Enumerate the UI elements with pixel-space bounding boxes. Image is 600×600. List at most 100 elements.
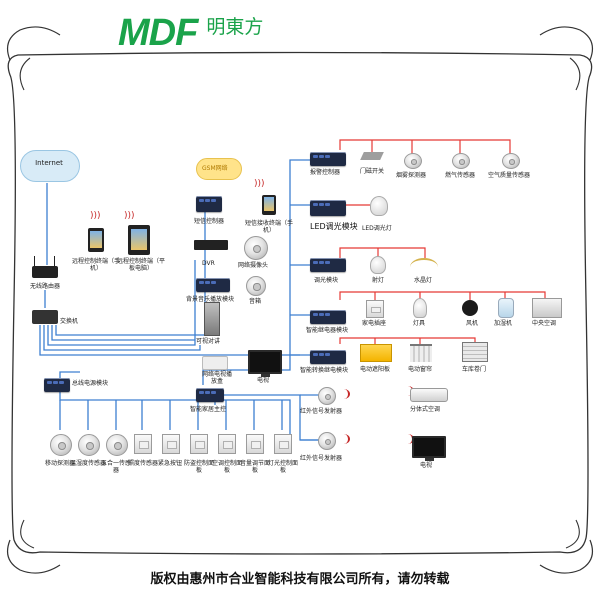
motor-item-label: 电动窗帘 [408,366,433,373]
bus-device-label: 音量调节面板 [240,460,271,474]
speaker-label: 音箱 [249,298,262,305]
router-antenna [34,256,35,266]
wifi-icon: ))) [124,211,135,221]
bgm-module [196,278,230,292]
remote-tablet-label: 远程控制终端（平板电脑） [116,258,165,272]
gsm-label: GSM网络 [202,165,228,172]
dimmer-item-label: 射灯 [372,277,385,284]
central-ac-icon [532,298,562,318]
air-quality-sensor-icon [502,153,520,169]
relay-item-label: 灯具 [413,320,426,327]
dimmer-item-label: 水晶灯 [414,277,433,284]
bus-device-label: 防盗控制面板 [184,460,215,474]
ir-signal-icon [338,434,350,444]
power-module-label: 总线电源模块 [72,380,109,387]
internet-cloud [20,150,80,182]
curtain-icon [410,344,432,362]
security-item-label: 空气质量传感器 [488,172,531,179]
host-controller-label: 智能家居主控 [190,406,227,413]
internet-label: Internet [35,159,63,167]
security-item-label: 燃气传感器 [445,172,476,179]
speaker-icon [246,276,266,296]
brand-logo: MDF 明東方 [118,12,263,55]
ir-tv-icon [412,436,446,461]
copyright-footer: 版权由惠州市合业智能科技有限公司所有，请勿转载 [150,572,450,587]
relay-module [310,310,346,324]
logo-text: MDF [118,12,198,54]
relay-item-label: 风机 [466,320,479,327]
dvr-icon [194,240,228,250]
five-in-one-sensor-icon [106,434,128,456]
ir-signal-icon [338,389,350,399]
tv-box-icon [202,356,228,370]
remote-tablet-icon [128,225,150,255]
sunshade-icon [360,344,392,362]
ir-emitter-label: 红外信号发射器 [300,408,343,415]
bus-device-label: 灯光控制面板 [268,460,299,474]
wifi-icon: ))) [90,211,101,221]
bus-device-label: 紧急按钮 [158,460,183,467]
relay-item-label: 家电插座 [362,320,387,327]
smoke-detector-icon [404,153,422,169]
router-label: 无线路由器 [30,283,61,290]
motor-item-label: 车库卷门 [462,366,487,373]
power-module [44,378,70,392]
gas-sensor-icon [452,153,470,169]
ir-emitter-label: 红外信号发射器 [300,455,343,462]
sms-controller-label: 短信控制器 [194,218,225,225]
tv-box-label: 网络电视播放盒 [201,371,232,385]
bus-device-label: 照度传感器 [128,460,159,467]
volume-panel-icon [246,434,264,454]
remote-phone-label: 远程控制终端（手机） [72,258,121,272]
intercom-label: 可视对讲 [196,338,221,345]
motor-module [310,350,346,364]
dimmer-module-label: 调光模块 [314,277,339,284]
motion-detector-icon [50,434,72,456]
bus-device-label: 五合一传感器 [100,460,131,474]
ir-tv-label: 电视 [420,462,433,469]
light-panel-icon [274,434,292,454]
sms-controller-module [196,196,222,212]
dimmer-module [310,258,346,272]
gsm-cloud [196,158,242,180]
switch-icon [32,310,58,324]
security-module-label: 报警控制器 [310,169,341,176]
emergency-button-icon [162,434,180,454]
spotlight-icon [370,256,386,274]
socket-icon [366,300,384,318]
host-controller-module [196,388,224,402]
security-item-label: 烟雾探测器 [396,172,427,179]
bgm-label: 背景音乐播放模块 [186,296,235,303]
bus-device-label: 移动探测器 [44,460,75,467]
door-sensor-icon [360,152,384,160]
security-item-label: 门磁开关 [360,168,385,175]
security-panel-icon [190,434,208,454]
security-module [310,152,346,166]
split-ac-label: 分体式空调 [410,406,441,413]
bus-device-label: 温湿度传感器 [70,460,107,467]
led-module [310,200,346,216]
split-ac-icon [410,388,448,402]
relay-module-label: 智能继电器模块 [306,327,349,334]
ac-panel-icon [218,434,236,454]
relay-item-label: 加湿机 [494,320,513,327]
ir-emitter-icon [318,387,336,405]
brand-name: 明東方 [206,16,264,38]
motor-item-label: 电动遮阳板 [360,366,391,373]
wifi-icon: ))) [254,179,265,189]
tv-icon [248,350,282,377]
switch-label: 交换机 [60,318,79,325]
fan-icon [462,300,478,316]
ir-emitter-icon [318,432,336,450]
camera-label: 网络摄像头 [238,262,269,269]
motor-module-label: 智能转换继电模块 [300,367,349,374]
led-light-label: LED调光灯 [362,225,392,232]
humidifier-icon [498,298,514,318]
remote-phone-icon [88,228,104,252]
lamp-icon [413,298,427,318]
relay-item-label: 中央空调 [532,320,557,327]
camera-icon [244,236,268,260]
router-icon [32,266,58,278]
